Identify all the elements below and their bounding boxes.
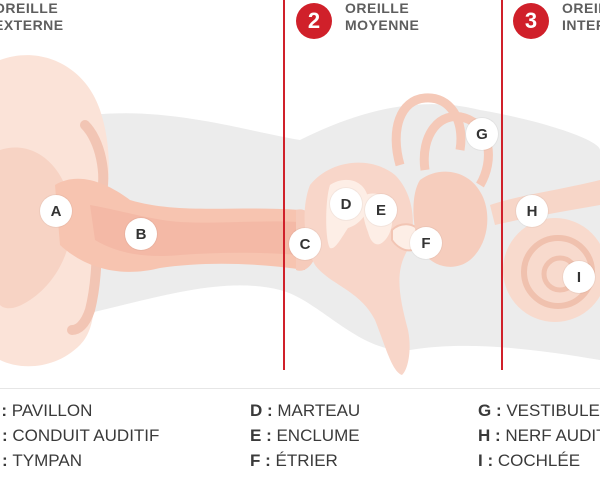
legend-name-d: MARTEAU (277, 401, 361, 420)
marker-e: E (365, 194, 397, 226)
semicircular-canals (391, 93, 466, 167)
legend-separator-a: : (1, 401, 8, 420)
section-label-outer-ear: OREILLE EXTERNE (0, 0, 64, 34)
legend-item-h: H : NERF AUDITIF (478, 423, 600, 448)
legend-column-3: G : VESTIBULE H : NERF AUDITIF I : COCHL… (478, 398, 600, 473)
section-label-inner-ear-line1: OREILLE (562, 0, 600, 16)
legend-item-e: E : ENCLUME (250, 423, 360, 448)
legend-name-b: CONDUIT AUDITIF (12, 426, 160, 445)
legend-separator-d: : (262, 401, 278, 420)
marker-a: A (40, 195, 72, 227)
legend-separator-i: : (482, 451, 498, 470)
legend-name-g: VESTIBULE (506, 401, 600, 420)
legend-item-g: G : VESTIBULE (478, 398, 600, 423)
legend-separator-e: : (261, 426, 277, 445)
legend-letter-f: F (250, 451, 261, 470)
legend-column-2: D : MARTEAU E : ENCLUME F : ÉTRIER (250, 398, 360, 473)
legend-item-b: B : CONDUIT AUDITIF (0, 423, 159, 448)
section-number-middle-ear: 2 (296, 3, 332, 39)
legend-column-1: A : PAVILLON B : CONDUIT AUDITIF C : TYM… (0, 398, 159, 473)
marker-b: B (125, 218, 157, 250)
legend-divider (0, 388, 600, 389)
legend-letter-e: E (250, 426, 262, 445)
legend-item-d: D : MARTEAU (250, 398, 360, 423)
semicircular-canal-2 (419, 112, 493, 188)
section-label-inner-ear: OREILLE INTERNE (562, 0, 600, 34)
section-number-inner-ear: 3 (513, 3, 549, 39)
legend-item-i: I : COCHLÉE (478, 448, 600, 473)
marker-h: H (516, 195, 548, 227)
section-label-outer-ear-line1: OREILLE (0, 0, 59, 16)
legend-separator-h: : (490, 426, 506, 445)
section-label-inner-ear-line2: INTERNE (562, 17, 600, 33)
legend-name-h: NERF AUDITIF (505, 426, 600, 445)
pinna-concha (0, 147, 72, 309)
section-label-middle-ear: OREILLE MOYENNE (345, 0, 419, 34)
section-label-middle-ear-line1: OREILLE (345, 0, 410, 16)
marker-c: C (289, 228, 321, 260)
marker-g: G (466, 118, 498, 150)
legend-separator-c: : (2, 451, 8, 470)
legend-letter-i: I (478, 451, 483, 470)
legend-name-a: PAVILLON (11, 401, 93, 420)
legend-item-f: F : ÉTRIER (250, 448, 360, 473)
legend-name-e: ENCLUME (276, 426, 360, 445)
legend-separator-b: : (2, 426, 8, 445)
marker-i: I (563, 261, 595, 293)
marker-f: F (410, 227, 442, 259)
legend-separator-f: : (260, 451, 276, 470)
marker-d: D (330, 188, 362, 220)
legend-item-a: A : PAVILLON (0, 398, 159, 423)
legend-separator-g: : (491, 401, 507, 420)
legend-letter-h: H (478, 426, 491, 445)
legend-item-c: C : TYMPAN (0, 448, 159, 473)
section-label-middle-ear-line2: MOYENNE (345, 17, 420, 33)
legend-name-i: COCHLÉE (497, 451, 581, 470)
legend-name-f: ÉTRIER (275, 451, 338, 470)
legend-letter-g: G (478, 401, 492, 420)
legend-letter-d: D (250, 401, 263, 420)
legend-name-c: TYMPAN (12, 451, 82, 470)
section-label-outer-ear-line2: EXTERNE (0, 17, 64, 33)
